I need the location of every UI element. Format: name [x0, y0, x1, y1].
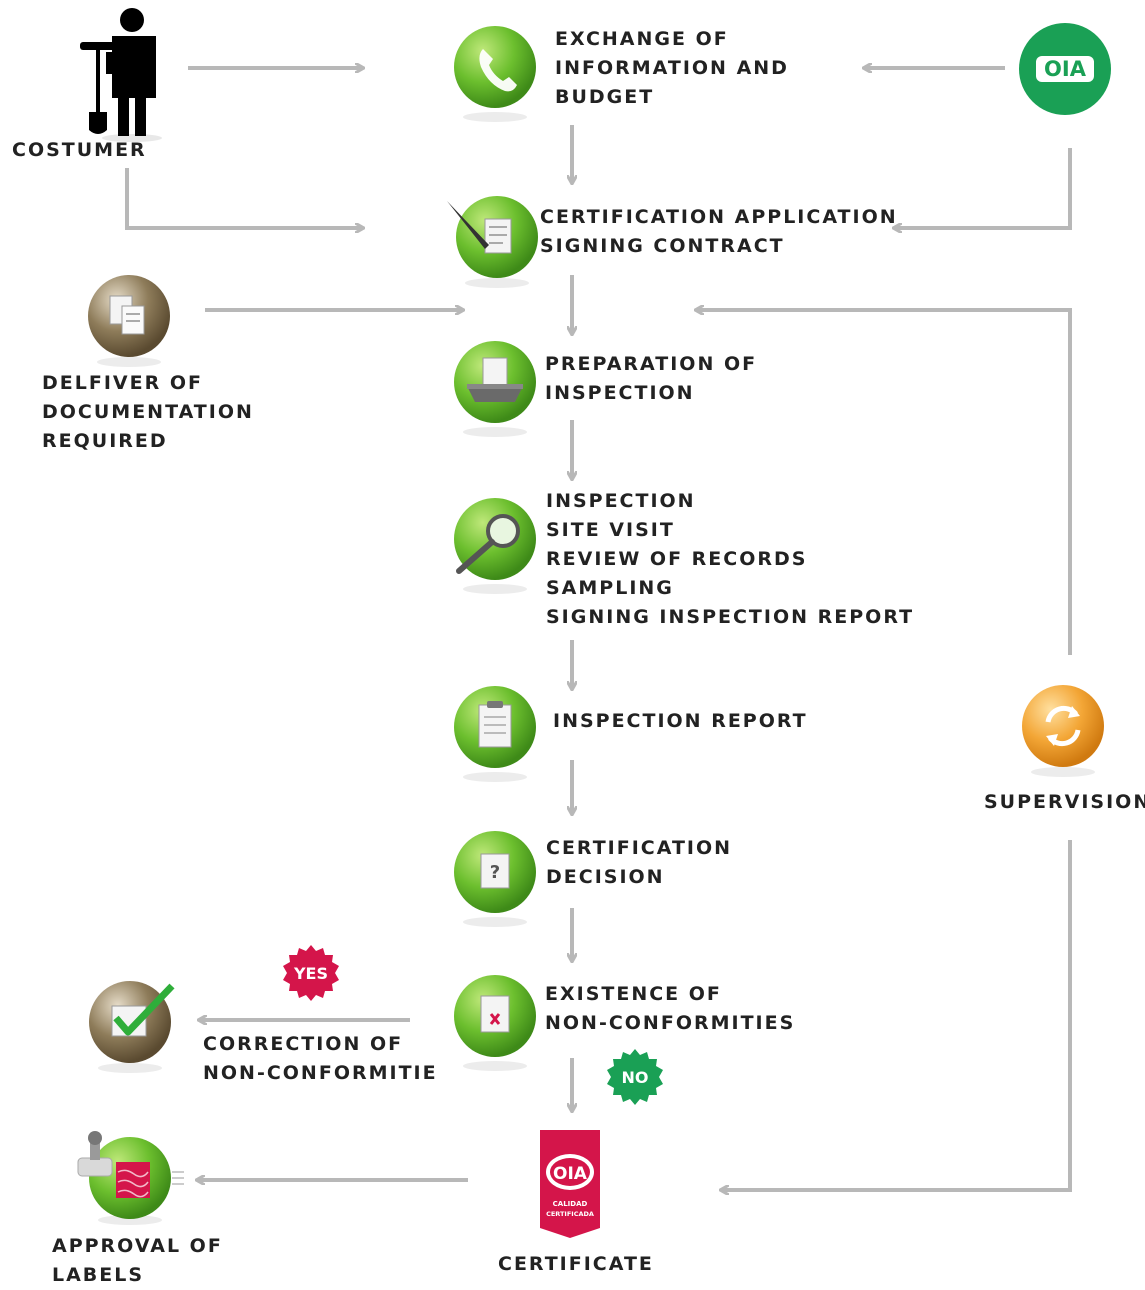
decision-node: ? — [453, 830, 537, 934]
documents-icon — [88, 275, 170, 367]
documentation-node — [86, 274, 172, 374]
report-node — [453, 685, 537, 789]
customer-label: COSTUMER — [12, 139, 147, 161]
inspection-node — [453, 497, 537, 601]
arrow-customer-to-application — [125, 168, 362, 228]
question-document-icon: ? — [454, 831, 536, 927]
oia-logo-text: OIA — [1044, 57, 1087, 81]
phone-icon — [454, 26, 536, 122]
svg-text:?: ? — [490, 862, 500, 883]
magnifier-icon — [454, 498, 536, 594]
pen-document-icon — [447, 196, 538, 288]
report-label: INSPECTION REPORT — [553, 710, 808, 732]
stamp-icon — [77, 1131, 184, 1225]
exchange-node — [453, 25, 537, 129]
yes-badge: YES — [282, 944, 340, 1006]
svg-text:CERTIFICADA: CERTIFICADA — [546, 1210, 594, 1218]
person-with-shovel-icon — [80, 8, 162, 142]
supervision-label: SUPERVISION — [984, 791, 1145, 813]
cycle-arrows-icon — [1022, 685, 1104, 777]
no-badge-text: NO — [622, 1068, 649, 1087]
certificate-node: OIA CALIDAD CERTIFICADA — [538, 1126, 602, 1242]
supervision-node — [1020, 684, 1106, 784]
labels-node — [76, 1128, 190, 1232]
oia-logo: OIA — [1018, 22, 1112, 116]
correction-node — [88, 980, 178, 1080]
certificate-logo-text: OIA — [553, 1164, 588, 1184]
arrow-supervision-to-certificate — [722, 840, 1072, 1190]
customer-figure — [76, 6, 166, 142]
svg-text:CALIDAD: CALIDAD — [553, 1200, 588, 1208]
no-badge: NO — [606, 1048, 664, 1110]
tray-document-icon — [454, 341, 536, 437]
certificate-seal-icon: OIA CALIDAD CERTIFICADA — [540, 1130, 600, 1238]
checkmark-icon — [89, 981, 175, 1073]
preparation-node — [453, 340, 537, 444]
certificate-label: CERTIFICATE — [498, 1253, 654, 1275]
arrow-oia-to-application — [895, 148, 1072, 228]
oia-logo-icon: OIA — [1019, 23, 1111, 115]
clipboard-icon — [454, 686, 536, 782]
nonconformities-node — [453, 974, 537, 1078]
x-document-icon — [454, 975, 536, 1071]
arrow-supervision-to-preparation — [697, 310, 1072, 655]
yes-badge-text: YES — [293, 964, 328, 983]
application-node — [445, 195, 540, 294]
